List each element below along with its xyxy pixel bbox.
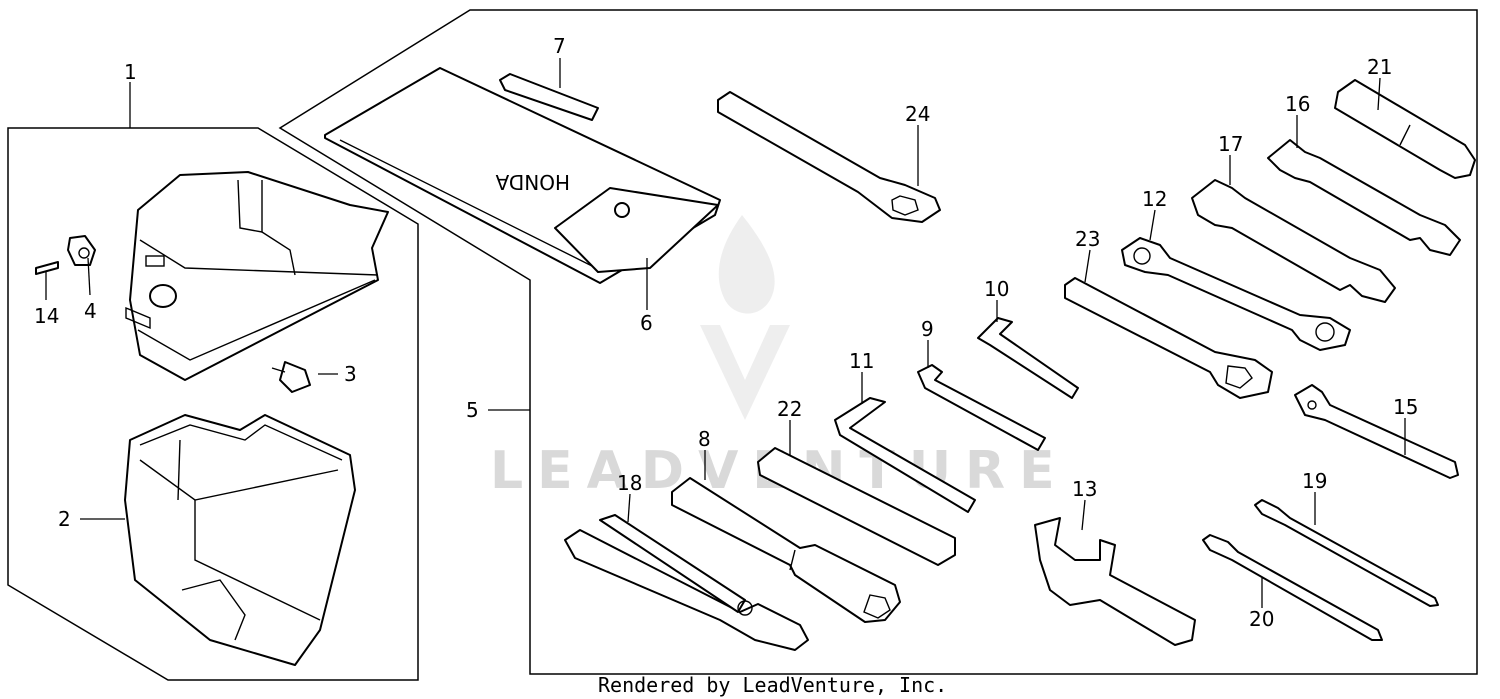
callout-19: 19 [1302,469,1327,493]
callout-4: 4 [84,299,97,323]
socket-wrench-part-8 [671,477,901,623]
callout-5: 5 [466,398,479,422]
box-wrench-part-24 [717,91,941,223]
callout-11: 11 [849,349,874,373]
tool-box-tray [124,414,356,666]
callout-8: 8 [698,427,711,451]
clip-part-4 [67,235,96,266]
callout-12: 12 [1142,187,1167,211]
small-wrench-part-15 [1294,384,1459,479]
callout-9: 9 [921,317,934,341]
callout-6: 6 [640,311,653,335]
callout-22: 22 [777,397,802,421]
callout-23: 23 [1075,227,1100,251]
pin-part-14 [35,261,59,275]
open-end-wrench-part-16 [1267,139,1461,256]
pouch-brand-label: HONDA [495,170,570,194]
tool-pouch: HONDA [324,67,721,284]
bar-part-22 [757,447,956,566]
card-part-7 [499,73,599,121]
callout-7: 7 [553,34,566,58]
callout-1: 1 [124,60,137,84]
tool-box-lid [125,171,389,381]
callout-3: 3 [344,362,357,386]
screw-part-3 [271,361,311,393]
callout-20: 20 [1249,607,1274,631]
open-end-wrench-part-17 [1191,179,1396,303]
callout-labels: 1 2 3 4 5 6 7 8 9 10 11 12 13 14 15 16 1… [34,34,1418,631]
callout-2: 2 [58,507,71,531]
flat-wrench-part-23 [1064,277,1273,399]
screwdriver-part-19 [1254,499,1439,607]
callout-17: 17 [1218,132,1243,156]
callout-18: 18 [617,471,642,495]
hex-key-part-9 [917,364,1046,451]
callout-14: 14 [34,304,59,328]
tool-kit-frame [278,9,1478,675]
leadventure-watermark-logo [700,215,790,420]
callout-16: 16 [1285,92,1310,116]
callout-13: 13 [1072,477,1097,501]
callout-15: 15 [1393,395,1418,419]
leader-lines [45,58,1406,608]
screwdriver-handle-part-21 [1334,79,1476,179]
callout-24: 24 [905,102,930,126]
callout-10: 10 [984,277,1009,301]
tool-box-frame [7,127,419,681]
pliers-part-18 [564,514,809,651]
ring-wrench-part-12 [1121,237,1351,351]
pin-spanner-part-13 [1034,517,1196,646]
hex-key-part-10 [977,317,1079,399]
screwdriver-part-20 [1202,534,1383,641]
render-credit: Rendered by LeadVenture, Inc. [598,673,947,697]
callout-21: 21 [1367,55,1392,79]
hex-key-part-11 [834,397,976,513]
